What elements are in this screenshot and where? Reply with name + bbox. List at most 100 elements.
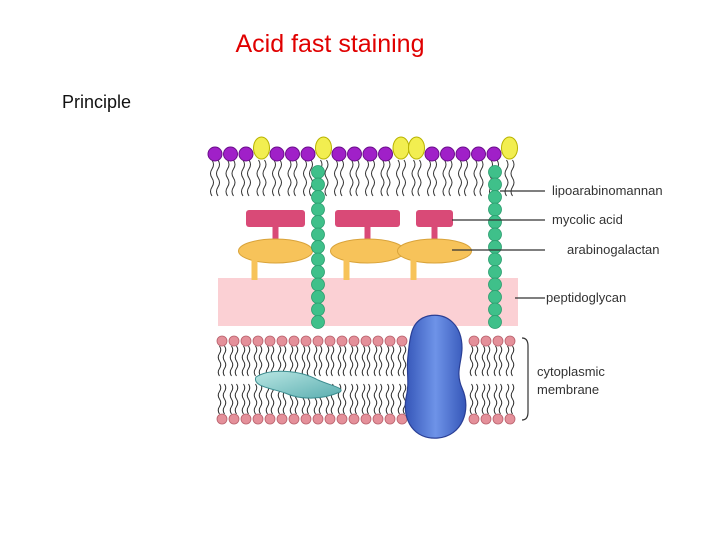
lipid-tail: [365, 159, 369, 197]
membrane-tail: [313, 345, 318, 377]
membrane-head-bottom: [468, 413, 480, 425]
lipoarabinomannan-chains: [311, 165, 502, 329]
lipid-tail: [448, 159, 453, 197]
lam-bead: [311, 215, 325, 229]
lipid-tail: [324, 159, 329, 197]
membrane-tail: [330, 345, 335, 377]
arabinogalactan-stem: [410, 258, 417, 280]
membrane-tail: [397, 383, 402, 415]
lipid-tail: [433, 159, 437, 197]
mycolic-acid-stem: [431, 227, 438, 241]
lipid-head-purple: [424, 146, 440, 162]
mycolic-acid-block: [335, 210, 400, 227]
membrane-tail: [378, 345, 383, 377]
membrane-head-top: [240, 335, 252, 347]
lam-bead: [488, 265, 502, 279]
mycolic-acid-stem: [364, 227, 371, 241]
peptidoglycan-layer: [218, 278, 518, 326]
membrane-head-top: [276, 335, 288, 347]
membrane-tail: [349, 383, 354, 415]
lipid-tail: [247, 159, 251, 197]
membrane-tail: [486, 383, 491, 415]
membrane-tail: [505, 345, 510, 377]
lipid-head-purple: [223, 146, 238, 162]
membrane-tail: [342, 345, 347, 377]
lam-bead: [488, 240, 502, 254]
membrane-tail: [361, 383, 366, 415]
label-cytoplasmic: cytoplasmic: [537, 364, 605, 379]
membrane-tail: [325, 345, 330, 377]
membrane-head-bottom: [504, 413, 516, 425]
arabinogalactan-oval: [238, 238, 313, 264]
lipid-head-purple: [300, 146, 316, 162]
lipid-tail: [256, 159, 261, 197]
lipid-head-purple: [471, 146, 486, 162]
lam-bead: [488, 277, 502, 292]
membrane-head-bottom: [372, 413, 384, 425]
membrane-head-top: [288, 335, 300, 347]
outer-lipid-heads: [207, 136, 518, 162]
membrane-head-bottom: [240, 413, 252, 425]
lipid-tail: [272, 159, 276, 197]
membrane-tail: [337, 345, 342, 377]
lipid-tail: [349, 159, 354, 197]
membrane-tail: [349, 345, 354, 377]
membrane-tail: [361, 345, 366, 377]
membrane-tail: [289, 345, 294, 377]
membrane-tail: [229, 345, 234, 377]
membrane-tail: [241, 345, 246, 377]
membrane-head-top: [384, 335, 396, 347]
lam-bead: [311, 315, 325, 329]
lam-bead: [488, 252, 502, 267]
cytoplasmic-membrane: [216, 335, 516, 425]
lipid-head-yellow: [408, 136, 425, 160]
membrane-protein-teal: [254, 370, 342, 399]
lipid-tail: [396, 159, 400, 197]
membrane-tail: [246, 383, 251, 415]
membrane-head-top: [312, 335, 324, 347]
lam-bead: [311, 202, 325, 217]
lipid-head-purple: [486, 146, 502, 162]
lam-bead: [488, 215, 502, 229]
membrane-head-top: [324, 335, 336, 347]
membrane-tail: [217, 345, 222, 377]
lipid-tail: [427, 159, 431, 197]
membrane-tail: [474, 383, 479, 415]
label-arabinogalactan: arabinogalactan: [567, 242, 660, 257]
lipid-tail: [340, 159, 344, 197]
lipid-tail: [287, 159, 292, 197]
membrane-tail: [390, 383, 395, 415]
lam-bead: [311, 177, 325, 192]
lipid-tail: [380, 159, 385, 197]
membrane-tail: [498, 383, 503, 415]
lam-bead: [311, 302, 325, 317]
lam-bead: [311, 252, 325, 267]
membrane-tail: [277, 345, 282, 377]
lipid-tail: [278, 159, 282, 197]
lipid-tail: [402, 159, 406, 197]
membrane-tail: [258, 383, 263, 415]
lipid-tail: [417, 159, 422, 197]
membrane-head-bottom: [276, 413, 288, 425]
lipid-head-yellow: [315, 136, 332, 160]
lipid-tail: [241, 159, 245, 197]
lipid-tail: [262, 159, 267, 197]
lipid-tail: [355, 159, 360, 197]
lipid-head-purple: [440, 146, 455, 162]
membrane-tail: [385, 383, 390, 415]
mycolic-acid-block: [246, 210, 305, 227]
lipid-head-purple: [285, 146, 300, 162]
mycolic-acid-stem: [272, 227, 279, 241]
arabinogalactan-stem: [343, 258, 350, 280]
lam-bead: [311, 265, 325, 279]
membrane-tail: [246, 345, 251, 377]
membrane-tail: [378, 383, 383, 415]
lipid-head-purple: [207, 146, 223, 162]
membrane-tail: [222, 383, 227, 415]
membrane-tail: [253, 345, 258, 377]
membrane-head-bottom: [228, 413, 240, 425]
lipid-tail: [210, 159, 214, 197]
membrane-head-bottom: [396, 413, 408, 425]
membrane-tail: [282, 345, 287, 377]
